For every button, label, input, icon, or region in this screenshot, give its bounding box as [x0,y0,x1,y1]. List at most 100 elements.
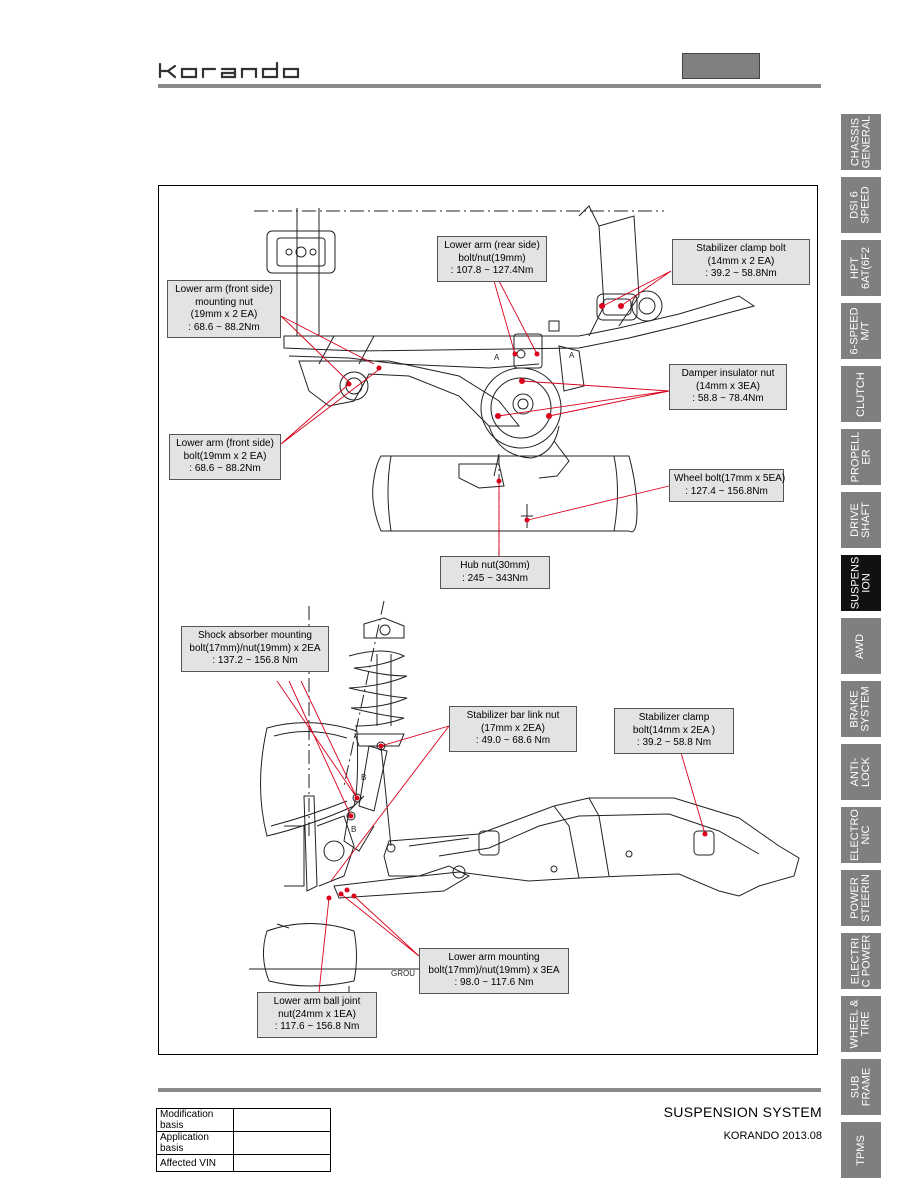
callout-line: : 68.6 ~ 88.2Nm [188,321,260,333]
tab-label: SYSTEM [860,686,873,732]
callout-line: Stabilizer clamp [638,712,710,723]
tab-label: LOCK [860,757,872,787]
callout-line: : 58.8 ~ 78.4Nm [692,393,764,404]
table-row: Modification basis [156,1108,331,1132]
tab-label: NIC [860,825,872,845]
callout-line: : 39.2 ~ 58.8 Nm [636,737,712,748]
tab-wheel-tire[interactable]: WHEEL &TIRE [841,996,881,1052]
callout-line: Damper insulator nut [681,368,775,379]
tab-label: 6AT(6F2 [860,247,873,289]
footer-subtitle: KORANDO 2013.08 [723,1130,822,1142]
callout-line: nut(24mm x 1EA) [278,1008,356,1020]
callout-lower-arm-front-nut: Lower arm (front side) mounting nut (19m… [167,280,281,338]
section-a-right-label: A [569,351,575,360]
callout-line: Lower arm (rear side) [444,240,540,251]
table-value [233,1131,331,1155]
callout-line: Lower arm (front side) [176,438,274,449]
header-gray-box [682,53,760,79]
revision-info-table: Modification basis Application basis Aff… [156,1108,331,1172]
callout-line: Lower arm mounting [448,952,540,963]
callout-shock-absorber-bolt: Shock absorber mounting bolt(17mm)/nut(1… [181,626,329,672]
callout-stabilizer-clamp-bolt: Stabilizer clamp bolt (14mm x 2 EA) : 39… [672,239,810,285]
callout-lower-arm-front-bolt: Lower arm (front side) bolt(19mm x 2 EA)… [169,434,281,480]
section-b-bottom-label: B [351,825,356,834]
tab-label: TPMS [854,1134,867,1166]
callout-line: bolt(14mm x 2EA ) [632,724,716,736]
suspension-torque-diagram: A A [158,185,818,1055]
section-a-left-label: A [494,353,500,362]
tab-label: M/T [860,321,873,341]
callout-line: : 107.8 ~ 127.4Nm [450,265,534,276]
callout-stabilizer-clamp: Stabilizer clamp bolt(14mm x 2EA ) : 39.… [614,708,734,754]
tab-label: GENERAL [860,115,873,169]
callout-line: : 39.2 ~ 58.8Nm [705,268,777,279]
section-b-top-label: B [361,773,366,782]
callout-line: mounting nut [195,296,253,308]
callout-lower-arm-mounting: Lower arm mounting bolt(17mm)/nut(19mm) … [419,948,569,994]
callout-damper-insulator-nut: Damper insulator nut (14mm x 3EA) : 58.8… [669,364,787,410]
callout-line: bolt(17mm)/nut(19mm) x 2EA [189,642,321,654]
tab-label: TIRE [860,1011,873,1037]
table-row: Application basis [156,1131,331,1155]
ground-label: GROU [391,969,415,978]
tab-anti-lock[interactable]: ANTI-LOCK [841,744,881,800]
callout-line: (17mm x 2EA) [481,722,545,734]
callout-line: : 137.2 ~ 156.8 Nm [212,655,298,666]
korando-logo [158,61,300,79]
tab-label: AWD [854,633,867,659]
callout-line: Stabilizer bar link nut [466,710,560,721]
tab-label: CLUTCH [854,371,867,417]
table-row: Affected VIN [156,1154,331,1172]
callout-line: bolt(17mm)/nut(19mm) x 3EA [428,964,560,976]
tab-tpms[interactable]: TPMS [841,1122,881,1178]
tab-clutch[interactable]: CLUTCH [841,366,881,422]
callout-line: (19mm x 2 EA) [190,309,258,320]
callout-line: : 127.4 ~ 156.8Nm [685,485,768,497]
table-value [233,1154,331,1172]
tab-label: C POWER [860,934,872,988]
tab-label: ER [860,449,872,465]
callout-line: : 98.0 ~ 117.6 Nm [454,977,534,988]
callout-line: Lower arm (front side) [175,284,273,295]
callout-line: : 117.6 ~ 156.8 Nm [274,1021,360,1032]
tab-label: ION [860,573,873,593]
callout-line: Shock absorber mounting [198,630,312,641]
callout-line: : 68.6 ~ 88.2Nm [189,463,261,474]
callout-lower-arm-rear-bolt: Lower arm (rear side) bolt/nut(19mm) : 1… [437,236,547,282]
callout-line: bolt(19mm x 2 EA) [183,450,267,462]
table-value [233,1108,331,1132]
callout-line: bolt/nut(19mm) [458,252,526,264]
suspension-drawing: A A [249,205,800,1016]
tab-awd[interactable]: AWD [841,618,881,674]
table-label: Modification basis [156,1108,234,1132]
callout-line: : 245 ~ 343Nm [462,572,528,584]
callout-hub-nut: Hub nut(30mm) : 245 ~ 343Nm [440,556,550,589]
callout-ball-joint-nut: Lower arm ball joint nut(24mm x 1EA) : 1… [257,992,377,1038]
footer-title: SUSPENSION SYSTEM [663,1104,822,1120]
callout-line: Hub nut(30mm) [460,560,530,571]
table-label: Affected VIN [156,1154,234,1172]
table-label: Application basis [156,1131,234,1155]
callout-line: Wheel bolt(17mm x 5EA) [674,473,786,484]
callout-line: Stabilizer clamp bolt [696,243,786,254]
tab-label: PROPELL [849,431,861,483]
footer-rule [158,1088,821,1092]
callout-wheel-bolt: Wheel bolt(17mm x 5EA) : 127.4 ~ 156.8Nm [669,469,786,502]
callout-stabilizer-link-nut: Stabilizer bar link nut (17mm x 2EA) : 4… [449,706,577,752]
callout-line: (14mm x 3EA) [696,380,760,392]
header-rule [158,84,821,88]
tab-label: FRAME [860,1067,872,1107]
tab-label: SPEED [859,186,872,224]
